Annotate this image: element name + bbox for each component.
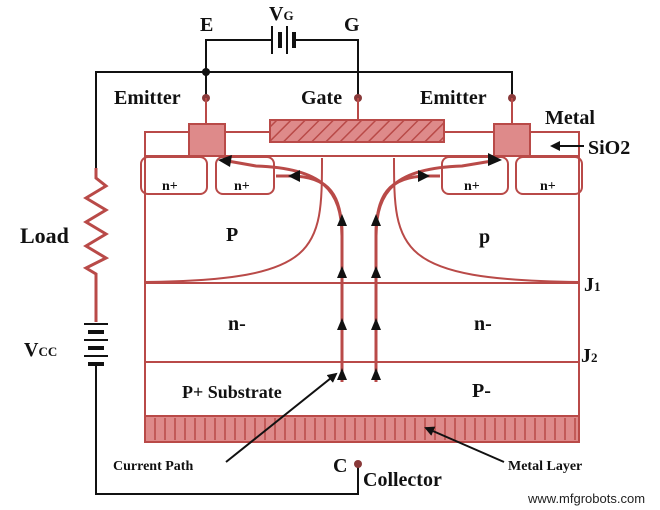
n-plus-region [515,156,583,195]
arrow-icon [371,266,381,278]
igbt-structure [140,119,583,443]
emitter-right-label: Emitter [420,87,487,109]
arrow-icon [288,170,300,182]
emitter-metal-right [493,123,531,157]
load-resistor-icon [82,168,110,322]
e-label: E [200,14,213,36]
external-circuit [82,26,513,495]
arrow-icon [337,318,347,330]
current-path-label: Current Path [113,459,193,474]
gate-electrode [269,119,445,143]
current-path-pointer [225,372,338,463]
n-minus-left-label: n- [228,313,246,335]
p-left-label: P [226,224,238,246]
n-plus-label: n+ [234,179,250,194]
gate-label: Gate [301,87,342,109]
j2-label: J2 [581,345,598,367]
p-plus-substrate-label: P+ Substrate [182,382,282,402]
arrow-icon [218,155,232,167]
j1-label: J1 [584,274,601,296]
collector-label: Collector [363,469,442,491]
metal-layer-label: Metal Layer [508,459,582,474]
vg-label: VG [269,3,294,25]
collector-metal-layer [144,415,580,443]
collector-terminal [354,460,362,468]
watermark: www.mfgrobots.com [527,491,645,506]
n-plus-region [441,156,509,195]
p-minus-label: P- [472,380,491,402]
arrow-icon [337,214,347,226]
metal-layer-pointer [424,426,505,463]
metal-label: Metal [545,107,595,129]
vcc-label: VCC [24,339,57,361]
arrow-icon [418,170,430,182]
c-label: C [333,455,347,477]
g-label: G [344,14,360,36]
n-plus-label: n+ [162,179,178,194]
sio2-label: SiO2 [588,137,630,159]
arrow-icon [371,214,381,226]
arrow-icon [337,368,347,380]
p-right-label: p [479,226,490,248]
emitter-metal-left [188,123,226,157]
n-minus-right-label: n- [474,313,492,335]
n-plus-region [215,156,275,195]
arrow-icon [371,318,381,330]
arrow-icon [337,266,347,278]
load-label: Load [20,223,69,248]
vg-battery-icon [271,26,296,54]
n-plus-region [140,156,208,195]
vcc-battery-icon [84,323,108,366]
arrow-icon [488,153,502,166]
arrow-icon [371,368,381,380]
n-plus-label: n+ [464,179,480,194]
n-plus-label: n+ [540,179,556,194]
current-arrows [218,153,502,380]
emitter-left-label: Emitter [114,87,181,109]
